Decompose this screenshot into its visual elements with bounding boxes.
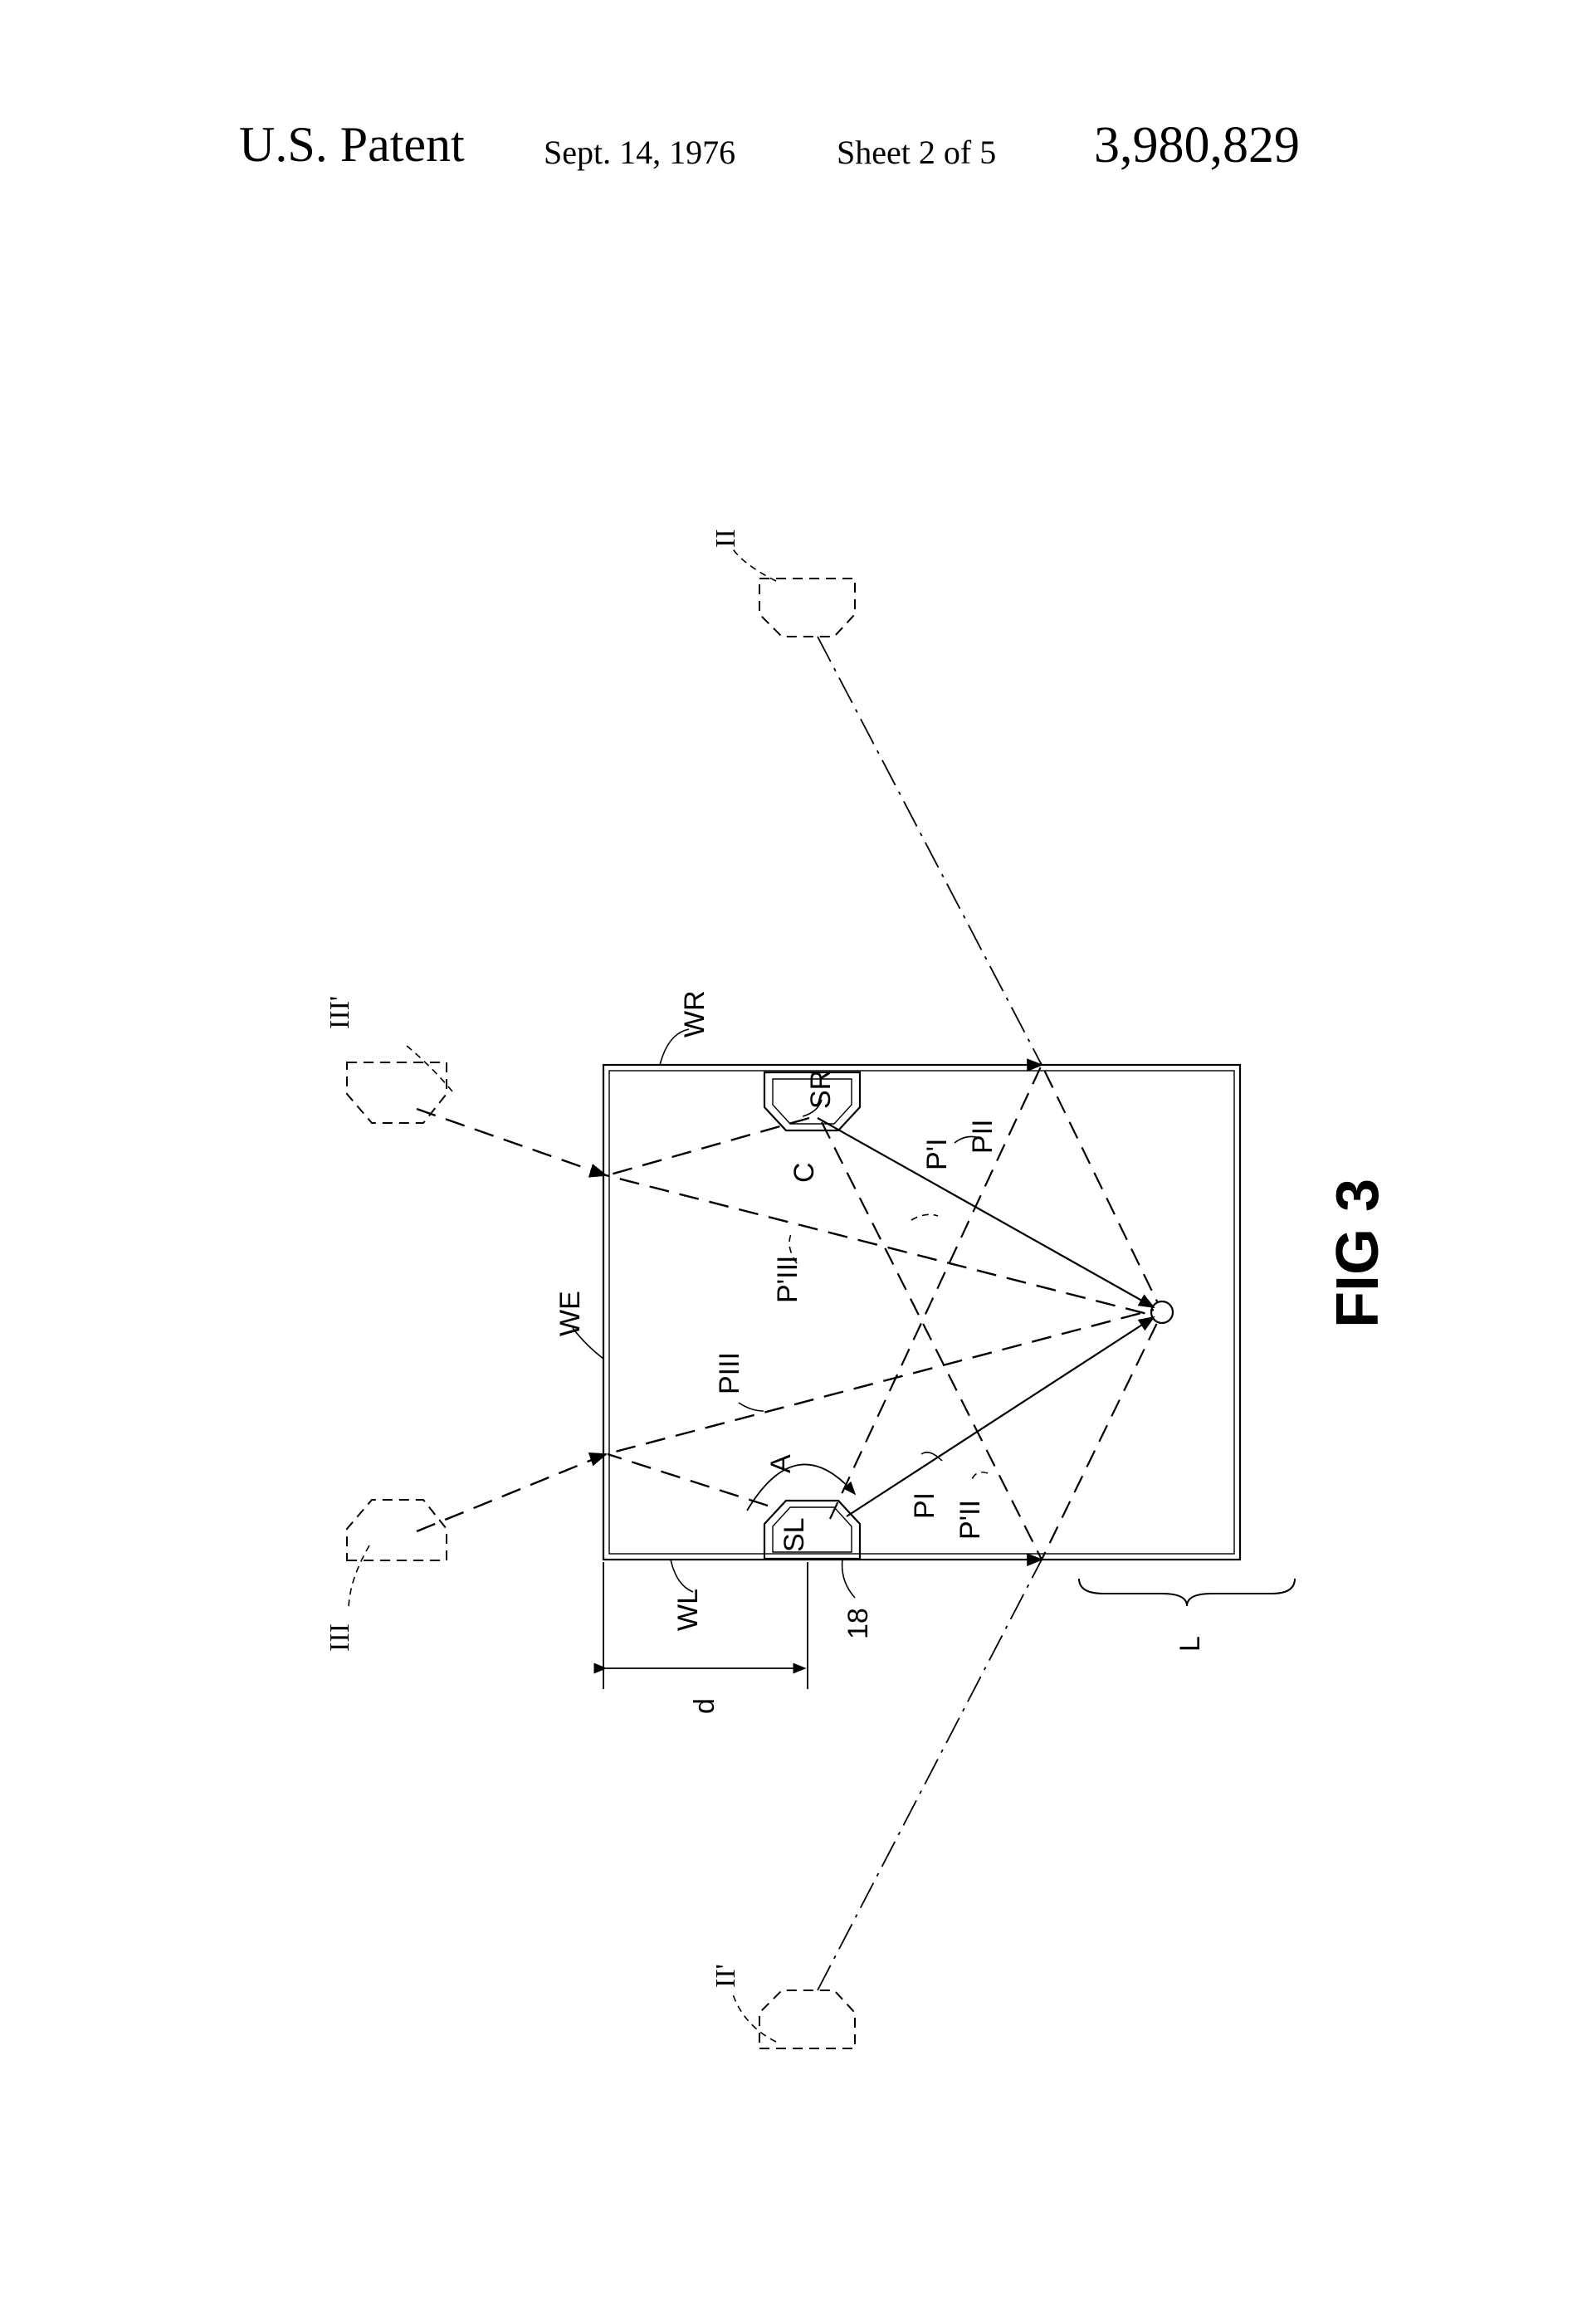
path-p3 xyxy=(416,1308,1155,1533)
label-a: A xyxy=(765,1454,797,1473)
patent-header: U.S. Patent Sept. 14, 1976 Sheet 2 of 5 … xyxy=(0,0,1582,216)
label-ref-18: 18 xyxy=(842,1608,874,1639)
figure-caption: FIG 3 xyxy=(1325,1179,1391,1328)
room-inner-outline xyxy=(608,1070,1235,1555)
speaker-left-icon xyxy=(763,1499,862,1560)
label-pos-3: III xyxy=(325,1623,355,1652)
room-outline xyxy=(602,1063,1242,1561)
label-s-l: SL xyxy=(779,1517,810,1552)
patent-number: 3,980,829 xyxy=(1094,117,1300,173)
label-c: C xyxy=(789,1162,820,1183)
label-w-e: WE xyxy=(554,1291,586,1336)
label-p2: PII xyxy=(967,1119,999,1154)
path-sr-to-front xyxy=(607,1116,810,1177)
patent-date: Sept. 14, 1976 xyxy=(544,134,736,171)
image-speaker-3-icon xyxy=(346,1499,447,1561)
image-speaker-3-prime-icon xyxy=(346,1062,447,1124)
label-p3-prime: P'III xyxy=(772,1255,803,1303)
sheet-number: Sheet 2 of 5 xyxy=(837,134,997,171)
label-p1-prime: P'I xyxy=(921,1138,953,1170)
line-to-image-2-prime xyxy=(817,1559,1042,1991)
patent-title: U.S. Patent xyxy=(239,117,465,172)
label-w-r: WR xyxy=(679,990,710,1038)
angle-a-arc xyxy=(746,1463,857,1511)
path-sl-to-front xyxy=(607,1452,769,1507)
path-p2 xyxy=(829,1058,1159,1520)
label-s-r: SR xyxy=(805,1070,837,1109)
path-p1 xyxy=(846,1316,1155,1517)
label-p2-prime: P'II xyxy=(955,1500,986,1540)
image-speaker-2-icon xyxy=(759,578,856,637)
label-w-l: WL xyxy=(672,1589,704,1631)
image-speaker-2-prime-icon xyxy=(759,1990,856,2049)
path-p3-prime xyxy=(416,1107,1155,1317)
label-p1: PI xyxy=(909,1492,940,1519)
label-pos-3-prime: III' xyxy=(325,996,355,1029)
path-p2-prime xyxy=(821,1121,1159,1567)
label-pos-2-prime: II' xyxy=(710,1964,741,1988)
brace-l xyxy=(1078,1578,1296,1607)
label-d: d xyxy=(689,1698,720,1714)
listener-icon xyxy=(1150,1300,1174,1325)
label-l: L xyxy=(1174,1636,1206,1652)
line-to-image-2 xyxy=(817,636,1042,1066)
path-p1-prime xyxy=(817,1117,1155,1308)
label-pos-2: II xyxy=(710,529,741,548)
label-p3: PIII xyxy=(714,1352,745,1394)
